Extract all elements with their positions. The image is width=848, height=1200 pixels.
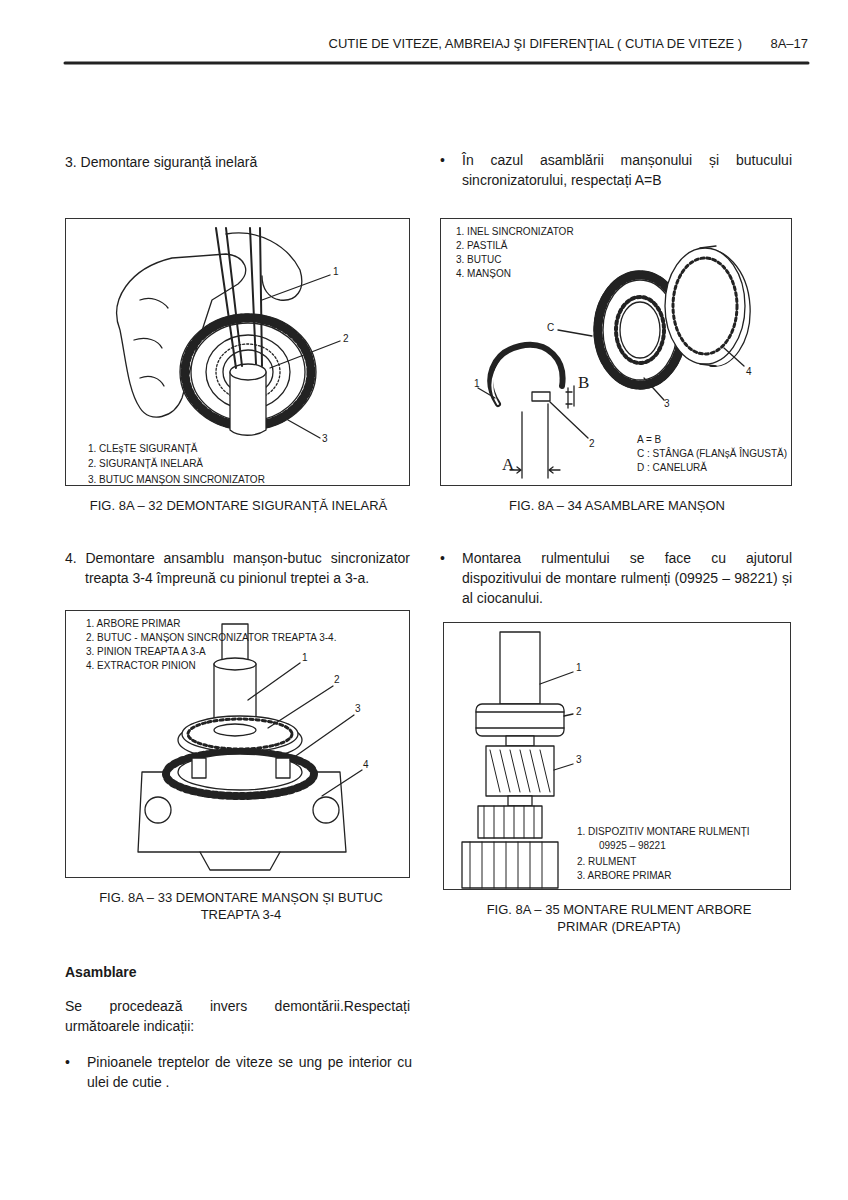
dimension-letter: B	[578, 374, 594, 392]
callout-number: 1	[576, 662, 588, 674]
figure-caption: FIG. 8A – 35 MONTARE RULMENT ARBORE PRIM…	[464, 901, 774, 935]
legend-item: 2. BUTUC - MANȘON SINCRONIZATOR TREAPTA …	[86, 631, 336, 644]
callout-number: 3	[664, 398, 676, 410]
callout-number: 1	[302, 652, 314, 664]
callout-number: C	[547, 322, 559, 334]
page-number: 8A–17	[750, 36, 808, 52]
bullet: •	[65, 1052, 79, 1072]
note-text: În cazul asamblării manșonului și butucu…	[462, 150, 792, 190]
legend-item: 3. PINION TREAPTA A 3-A	[86, 645, 206, 658]
bearing-fitting-drawing	[462, 632, 573, 888]
callout-number: 3	[576, 754, 588, 766]
page-header: CUTIE DE VITEZE, AMBREIAJ ŞI DIFERENŢIAL…	[150, 36, 742, 52]
bullet: •	[440, 150, 454, 170]
callout-number: 3	[322, 433, 334, 445]
callout-number: 3	[355, 703, 367, 715]
callout-number: 4	[363, 759, 375, 771]
legend-item: 3. BUTUC MANȘON SINCRONIZATOR	[88, 473, 265, 486]
figure-frame: 1. ARBORE PRIMAR2. BUTUC - MANȘON SINCRO…	[65, 610, 410, 878]
legend-item: 2. SIGURANȚĂ INELARĂ	[88, 457, 203, 470]
callout-number: 2	[576, 706, 588, 718]
callout-number: 2	[334, 674, 346, 686]
note-text: Montarea rulmentului se face cu ajutorul…	[462, 548, 792, 608]
bullet: •	[440, 548, 454, 568]
legend-item: D : CANELURĂ	[637, 461, 707, 474]
header-rule	[65, 62, 808, 65]
step-heading: 3. Demontare siguranță inelară	[65, 152, 405, 172]
figure-frame: 1. CLEșTE SIGURANȚĂ 2. SIGURANȚĂ INELARĂ 3…	[65, 218, 410, 486]
legend-item: 2. RULMENT	[577, 855, 636, 868]
legend-item: 4. EXTRACTOR PINION	[86, 659, 196, 672]
callout-number: 1	[333, 266, 345, 278]
legend-item: 1. CLEșTE SIGURANȚĂ	[88, 442, 197, 455]
legend-item: A = B	[637, 433, 661, 446]
figure-frame: 1. DISPOZITIV MONTARE RULMENȚI 09925 – 9…	[443, 622, 791, 890]
sleeve-assembly-drawing	[478, 246, 750, 478]
legend-item: 1. DISPOZITIV MONTARE RULMENȚI 09925 – 9…	[577, 825, 777, 853]
callout-number: 1	[474, 378, 486, 390]
dimension-letter: A	[502, 456, 518, 474]
callout-number: 2	[343, 333, 355, 345]
body-text: Se procedează invers demontării.Respecta…	[65, 996, 410, 1036]
step-heading: 4. Demontare ansamblu manșon-butuc sincr…	[65, 548, 410, 588]
callout-number: 2	[589, 438, 601, 450]
figure-caption: FIG. 8A – 34 ASAMBLARE MANȘON	[441, 497, 793, 514]
legend-item: 3. ARBORE PRIMAR	[577, 869, 671, 882]
figure-caption: FIG. 8A – 32 DEMONTARE SIGURANȚĂ INELARĂ	[66, 497, 411, 514]
legend-item: 1. ARBORE PRIMAR	[86, 617, 180, 630]
legend-item: C : STÂNGA (FLANșĂ ÎNGUSTĂ)	[637, 447, 787, 460]
circlip-removal-drawing	[117, 228, 340, 438]
legend-item: 2. PASTILĂ	[456, 239, 508, 252]
legend-item: 4. MANȘON	[456, 267, 511, 280]
callout-number: 4	[746, 366, 758, 378]
legend-item: 3. BUTUC	[456, 253, 502, 266]
legend-item: 1. INEL SINCRONIZATOR	[456, 225, 574, 238]
figure-frame: 1. INEL SINCRONIZATOR2. PASTILĂ3. BUTUC4…	[440, 218, 792, 486]
note-text: Pinioanele treptelor de viteze se ung pe…	[87, 1052, 412, 1092]
section-heading: Asamblare	[65, 962, 265, 982]
figure-caption: FIG. 8A – 33 DEMONTARE MANȘON ȘI BUTUC T…	[96, 889, 386, 923]
